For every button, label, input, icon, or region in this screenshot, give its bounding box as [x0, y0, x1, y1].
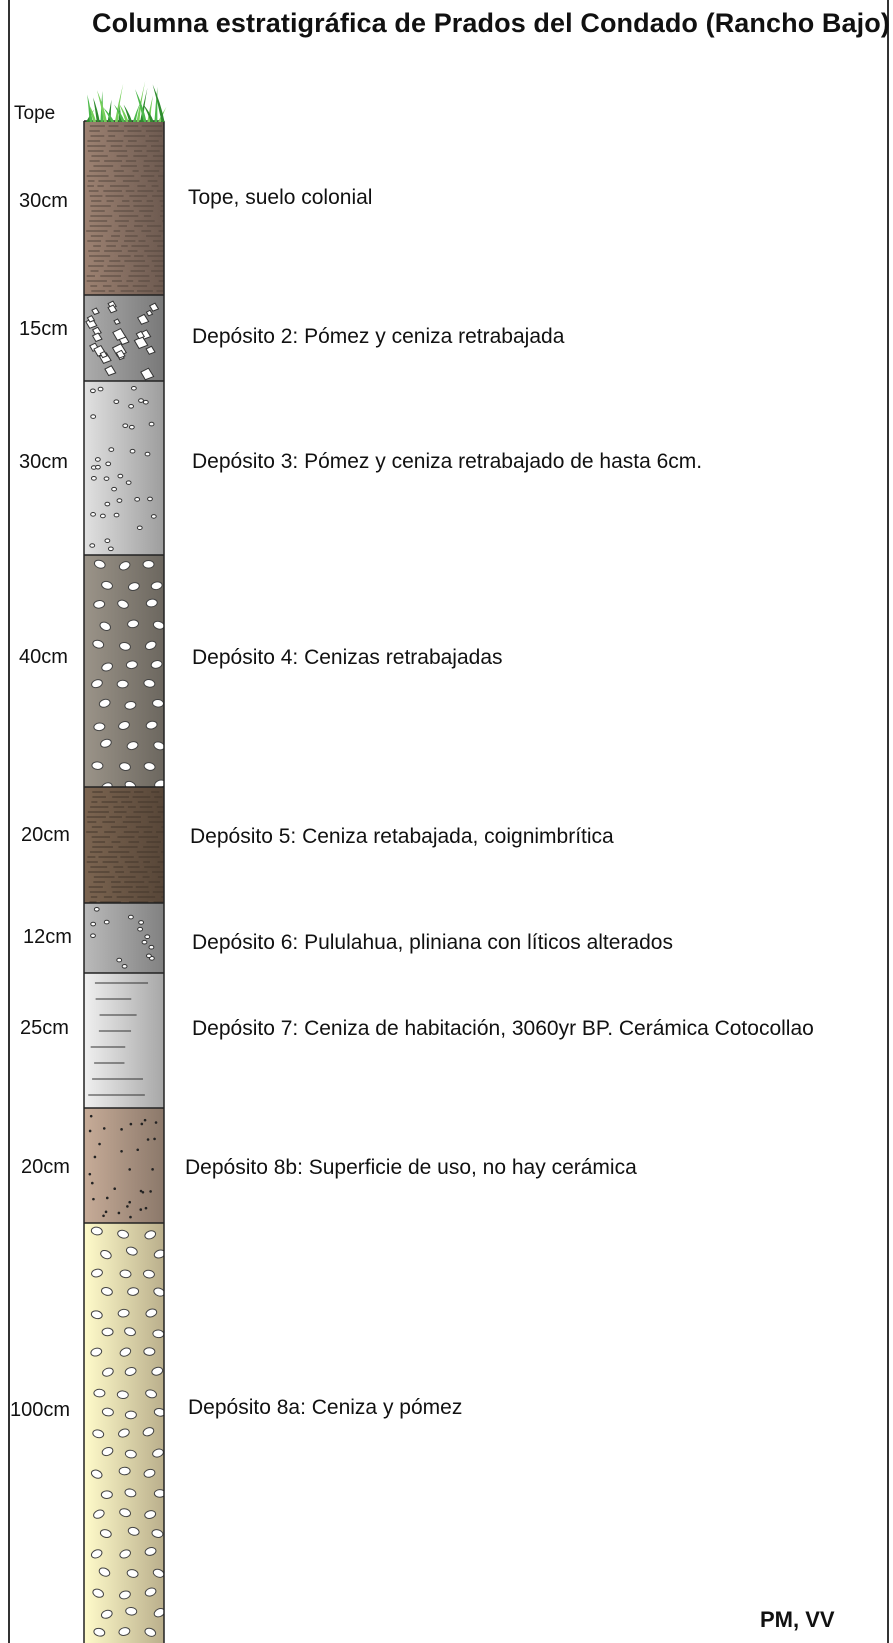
layer-description: Depósito 8b: Superficie de uso, no hay c…: [185, 1156, 637, 1179]
top-label: Tope: [14, 103, 56, 124]
layer-fill-deposito-5: [84, 787, 164, 903]
credit-initials: PM, VV: [760, 1607, 835, 1632]
texture-soil-lines: [86, 125, 164, 292]
frame-right-border: [887, 0, 889, 1643]
thickness-label: 20cm: [21, 1156, 70, 1178]
layer-description: Depósito 6: Pululahua, pliniana con líti…: [192, 931, 673, 954]
layer-fill-deposito-4: [84, 555, 164, 787]
texture-angular-clasts: [85, 300, 160, 381]
thickness-label: 25cm: [20, 1017, 69, 1039]
layer-fill-deposito-6: [84, 903, 164, 973]
layer-deposito-4: [83, 554, 165, 787]
layer-deposito-8b: [83, 1107, 165, 1223]
layer-description: Depósito 7: Ceniza de habitación, 3060yr…: [192, 1017, 814, 1040]
layer-deposito-8a: [83, 1222, 165, 1643]
layer-deposito-5: [83, 786, 165, 903]
texture-small-dots: [89, 385, 157, 552]
texture-small-dots: [90, 906, 155, 969]
texture-dashes: [88, 982, 149, 1096]
layer-description: Depósito 5: Ceniza retabajada, coignimbr…: [190, 825, 614, 848]
layer-deposito-2: [83, 294, 165, 381]
thickness-label: 100cm: [10, 1399, 71, 1421]
thickness-label: 30cm: [19, 190, 68, 212]
thickness-label: 20cm: [21, 824, 70, 846]
layer-fill-tope: [84, 121, 164, 295]
layer-deposito-3: [83, 380, 165, 555]
grass-icon: [86, 81, 167, 122]
layer-deposito-6: [83, 902, 165, 973]
texture-specks: [88, 1114, 158, 1219]
layer-description: Depósito 8a: Ceniza y pómez: [188, 1396, 463, 1419]
layer-description: Depósito 2: Pómez y ceniza retrabajada: [192, 325, 565, 348]
thickness-label: 40cm: [19, 646, 68, 668]
frame-left-border: [8, 0, 10, 1643]
thickness-label: 12cm: [23, 926, 72, 948]
texture-ovals: [91, 559, 164, 787]
texture-soil-lines: [86, 791, 164, 903]
layer-description: Tope, suelo colonial: [188, 186, 373, 209]
layer-fill-deposito-7: [84, 973, 164, 1108]
layer-tope: [83, 120, 165, 295]
layer-description: Depósito 3: Pómez y ceniza retrabajado d…: [192, 450, 703, 473]
layer-deposito-7: [83, 972, 165, 1108]
layer-fill-deposito-8b: [84, 1108, 164, 1223]
figure-title: Columna estratigráfica de Prados del Con…: [92, 8, 890, 38]
layer-description: Depósito 4: Cenizas retrabajadas: [192, 646, 503, 669]
thickness-label: 15cm: [19, 318, 68, 340]
thickness-label: 30cm: [19, 451, 68, 473]
